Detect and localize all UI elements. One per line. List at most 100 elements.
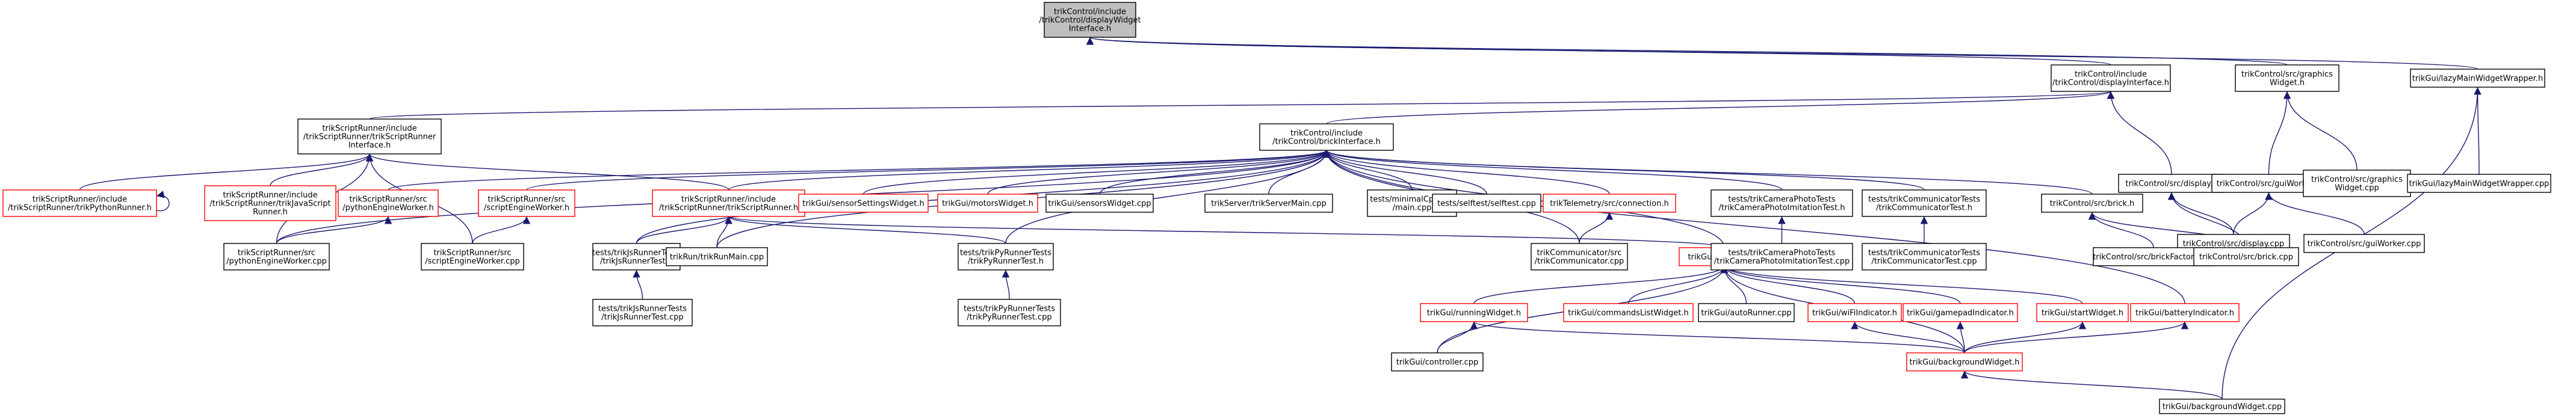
edge-display-cpp-to-gui-worker-h [2233,192,2273,235]
node-label-line: trikGui/sensorSettingsWidget.h [802,200,924,209]
node-display-h[interactable]: trikControl/src/display.h [2118,174,2225,193]
node-box [798,194,929,213]
node-box [1204,194,1333,213]
node-selftest[interactable]: tests/selftest/selftest.cpp [1432,194,1541,213]
node-brick-interface[interactable]: trikControl/include/trikControl/brickInt… [1259,123,1394,151]
edge-sensor-settings-widget-to-brick-interface [862,150,1331,195]
node-label-line: /trikControl/displayWidget [1039,16,1141,25]
node-server-main[interactable]: trikServer/trikServerMain.cpp [1204,194,1333,213]
node-controller-cpp[interactable]: trikGui/controller.cpp [1391,352,1484,372]
node-label-line: trikControl/src/guiWorker.cpp [2308,240,2421,249]
node-box [1563,303,1694,322]
node-label-line: trikControl/include [1054,8,1126,17]
node-gamepad-indicator[interactable]: trikGui/gamepadIndicator.h [1903,303,2018,322]
node-sensor-settings-widget[interactable]: trikGui/sensorSettingsWidget.h [798,194,929,213]
node-label-line: trikGui/autoRunner.cpp [1701,309,1791,318]
node-communicator-test-h[interactable]: tests/trikCommunicatorTests/trikCommunic… [1862,189,1987,217]
node-box [2051,64,2171,92]
node-auto-runner-cpp[interactable]: trikGui/autoRunner.cpp [1698,303,1795,322]
node-script-runner-iface[interactable]: trikScriptRunner/include/trikScriptRunne… [297,118,442,154]
node-label-line: trikControl/src/display.h [2126,180,2218,189]
node-background-widget-cpp[interactable]: trikGui/backgroundWidget.cpp [2159,399,2285,414]
edge-background-widget-h-to-wi-fi-indicator [1851,321,1965,353]
node-brick-cpp[interactable]: trikControl/src/brick.cpp [2193,247,2299,266]
node-camera-photo-test-h[interactable]: tests/trikCameraPhotoTests/trikCameraPho… [1711,189,1853,217]
node-battery-indicator[interactable]: trikGui/batteryIndicator.h [2130,303,2240,322]
node-brick-h[interactable]: trikControl/src/brick.h [2041,194,2143,213]
node-label-line: trikServer/trikServerMain.cpp [1211,200,1327,209]
node-box [1862,189,1987,217]
node-run-main[interactable]: trikRun/trikRunMain.cpp [666,247,768,266]
edge-controller-cpp-to-running-widget [1437,321,1478,353]
node-box [1531,243,1628,271]
node-script-engine-worker-h[interactable]: trikScriptRunner/src/scriptEngineWorker.… [478,189,575,217]
node-script-engine-worker-cpp[interactable]: trikScriptRunner/src/scriptEngineWorker.… [421,243,524,271]
node-py-runner-test-cpp[interactable]: tests/trikPyRunnerTests/trikPyRunnerTest… [958,299,1061,326]
node-label-line: trikControl/src/graphics [2311,176,2403,185]
node-gui-worker-cpp[interactable]: trikControl/src/guiWorker.cpp [2303,234,2425,253]
node-label-line: trikScriptRunner/include [681,195,776,204]
node-python-engine-worker-cpp[interactable]: trikScriptRunner/src/pythonEngineWorker.… [223,243,330,271]
node-label-line: /trikControl/displayInterface.h [2052,79,2169,88]
node-sensors-widget-cpp[interactable]: trikGui/sensorsWidget.cpp [1045,194,1154,213]
node-lazy-wrapper[interactable]: trikGui/lazyMainWidgetWrapper.h [2410,69,2545,88]
node-label-line: trikScriptRunner/include [223,191,317,200]
edge-gui-worker-h-to-graphics-widget [2268,91,2291,175]
node-label-line: trikGui/sensorsWidget.cpp [1048,200,1151,209]
node-js-runner-test-cpp[interactable]: tests/trikJsRunnerTests/trikJsRunnerTest… [592,299,693,326]
node-lazy-wrapper-cpp[interactable]: trikGui/lazyMainWidgetWrapper.cpp [2407,174,2551,193]
node-label-line: tests/selftest/selftest.cpp [1437,200,1536,209]
node-background-widget-h[interactable]: trikGui/backgroundWidget.h [1906,352,2023,372]
node-python-runner-h[interactable]: trikScriptRunner/include/trikScriptRunne… [2,189,157,217]
node-label-line: trikControl/src/display.cpp [2183,240,2284,249]
node-box [1906,352,2023,372]
node-box [1903,303,2018,322]
node-label-line: tests/trikPyRunnerTests [960,249,1051,258]
node-camera-photo-test-cpp[interactable]: tests/trikCameraPhotoTests/trikCameraPho… [1711,243,1853,271]
node-label-line: /trikControl/brickInterface.h [1272,138,1381,147]
edge-lazy-wrapper-cpp-to-lazy-wrapper [2474,87,2482,175]
node-js-runner-test-h[interactable]: tests/trikJsRunnerTests/trikJsRunnerTest… [592,243,681,271]
node-box [1862,243,1987,271]
edge-js-runner-h-to-script-runner-iface [270,153,374,186]
node-label-line: /trikPyRunnerTest.h [968,257,1044,266]
node-running-widget[interactable]: trikGui/runningWidget.h [1420,303,1528,322]
node-box [1420,303,1528,322]
edge-commands-list-widget-to-controller-h [1627,265,1729,304]
node-py-runner-test-h[interactable]: tests/trikPyRunnerTests/trikPyRunnerTest… [958,243,1054,271]
edge-brick-interface-to-display-interface [1326,91,2114,124]
node-label-line: /scriptEngineWorker.h [484,204,569,213]
node-motors-widget[interactable]: trikGui/motorsWidget.h [937,194,1038,213]
node-start-widget[interactable]: trikGui/startWidget.h [2036,303,2129,322]
node-label-line: /trikCameraPhotoImitationTest.cpp [1714,257,1850,266]
node-root: trikControl/include/trikControl/displayW… [1039,2,1141,38]
node-box [338,189,439,217]
node-label-line: trikControl/src/graphics [2241,70,2333,79]
node-box [1432,194,1541,213]
node-box [592,299,693,326]
node-telemetry-connection[interactable]: trikTelemetry/src/connection.h [1543,194,1676,213]
node-label-line: tests/trikJsRunnerTests [592,249,681,258]
node-communicator-cpp[interactable]: trikCommunicator/src/trikCommunicator.cp… [1531,243,1628,271]
node-commands-list-widget[interactable]: trikGui/commandsListWidget.h [1563,303,1694,322]
node-trik-script-runner-h[interactable]: trikScriptRunner/include/trikScriptRunne… [652,189,805,217]
edge-graphics-widget-to-root [1086,37,2288,66]
edge-py-runner-test-cpp-to-py-runner-test-h [1002,269,1010,300]
node-communicator-test-cpp[interactable]: tests/trikCommunicatorTests/trikCommunic… [1862,243,1987,271]
node-label-line: trikGui/controller.cpp [1396,358,1479,367]
node-display-interface[interactable]: trikControl/include/trikControl/displayI… [2051,64,2171,92]
node-js-runner-h[interactable]: trikScriptRunner/include/trikScriptRunne… [204,185,336,221]
edge-background-widget-h-to-start-widget [1964,321,2087,353]
node-box [1045,194,1154,213]
edge-selftest-to-brick-interface [1322,150,1487,195]
node-python-engine-worker-h[interactable]: trikScriptRunner/src/pythonEngineWorker.… [338,189,439,217]
node-wi-fi-indicator[interactable]: trikGui/wiFiIndicator.h [1807,303,1902,322]
edge-controller-h-to-trik-script-runner-h [725,216,1725,248]
node-box [2303,170,2411,197]
node-label-line: /scriptEngineWorker.cpp [425,257,520,266]
node-label-line: trikControl/include [1290,129,1363,138]
node-label-line: trikGui/backgroundWidget.cpp [2163,403,2282,412]
edge-trik-script-runner-h-to-brick-interface [728,150,1330,191]
